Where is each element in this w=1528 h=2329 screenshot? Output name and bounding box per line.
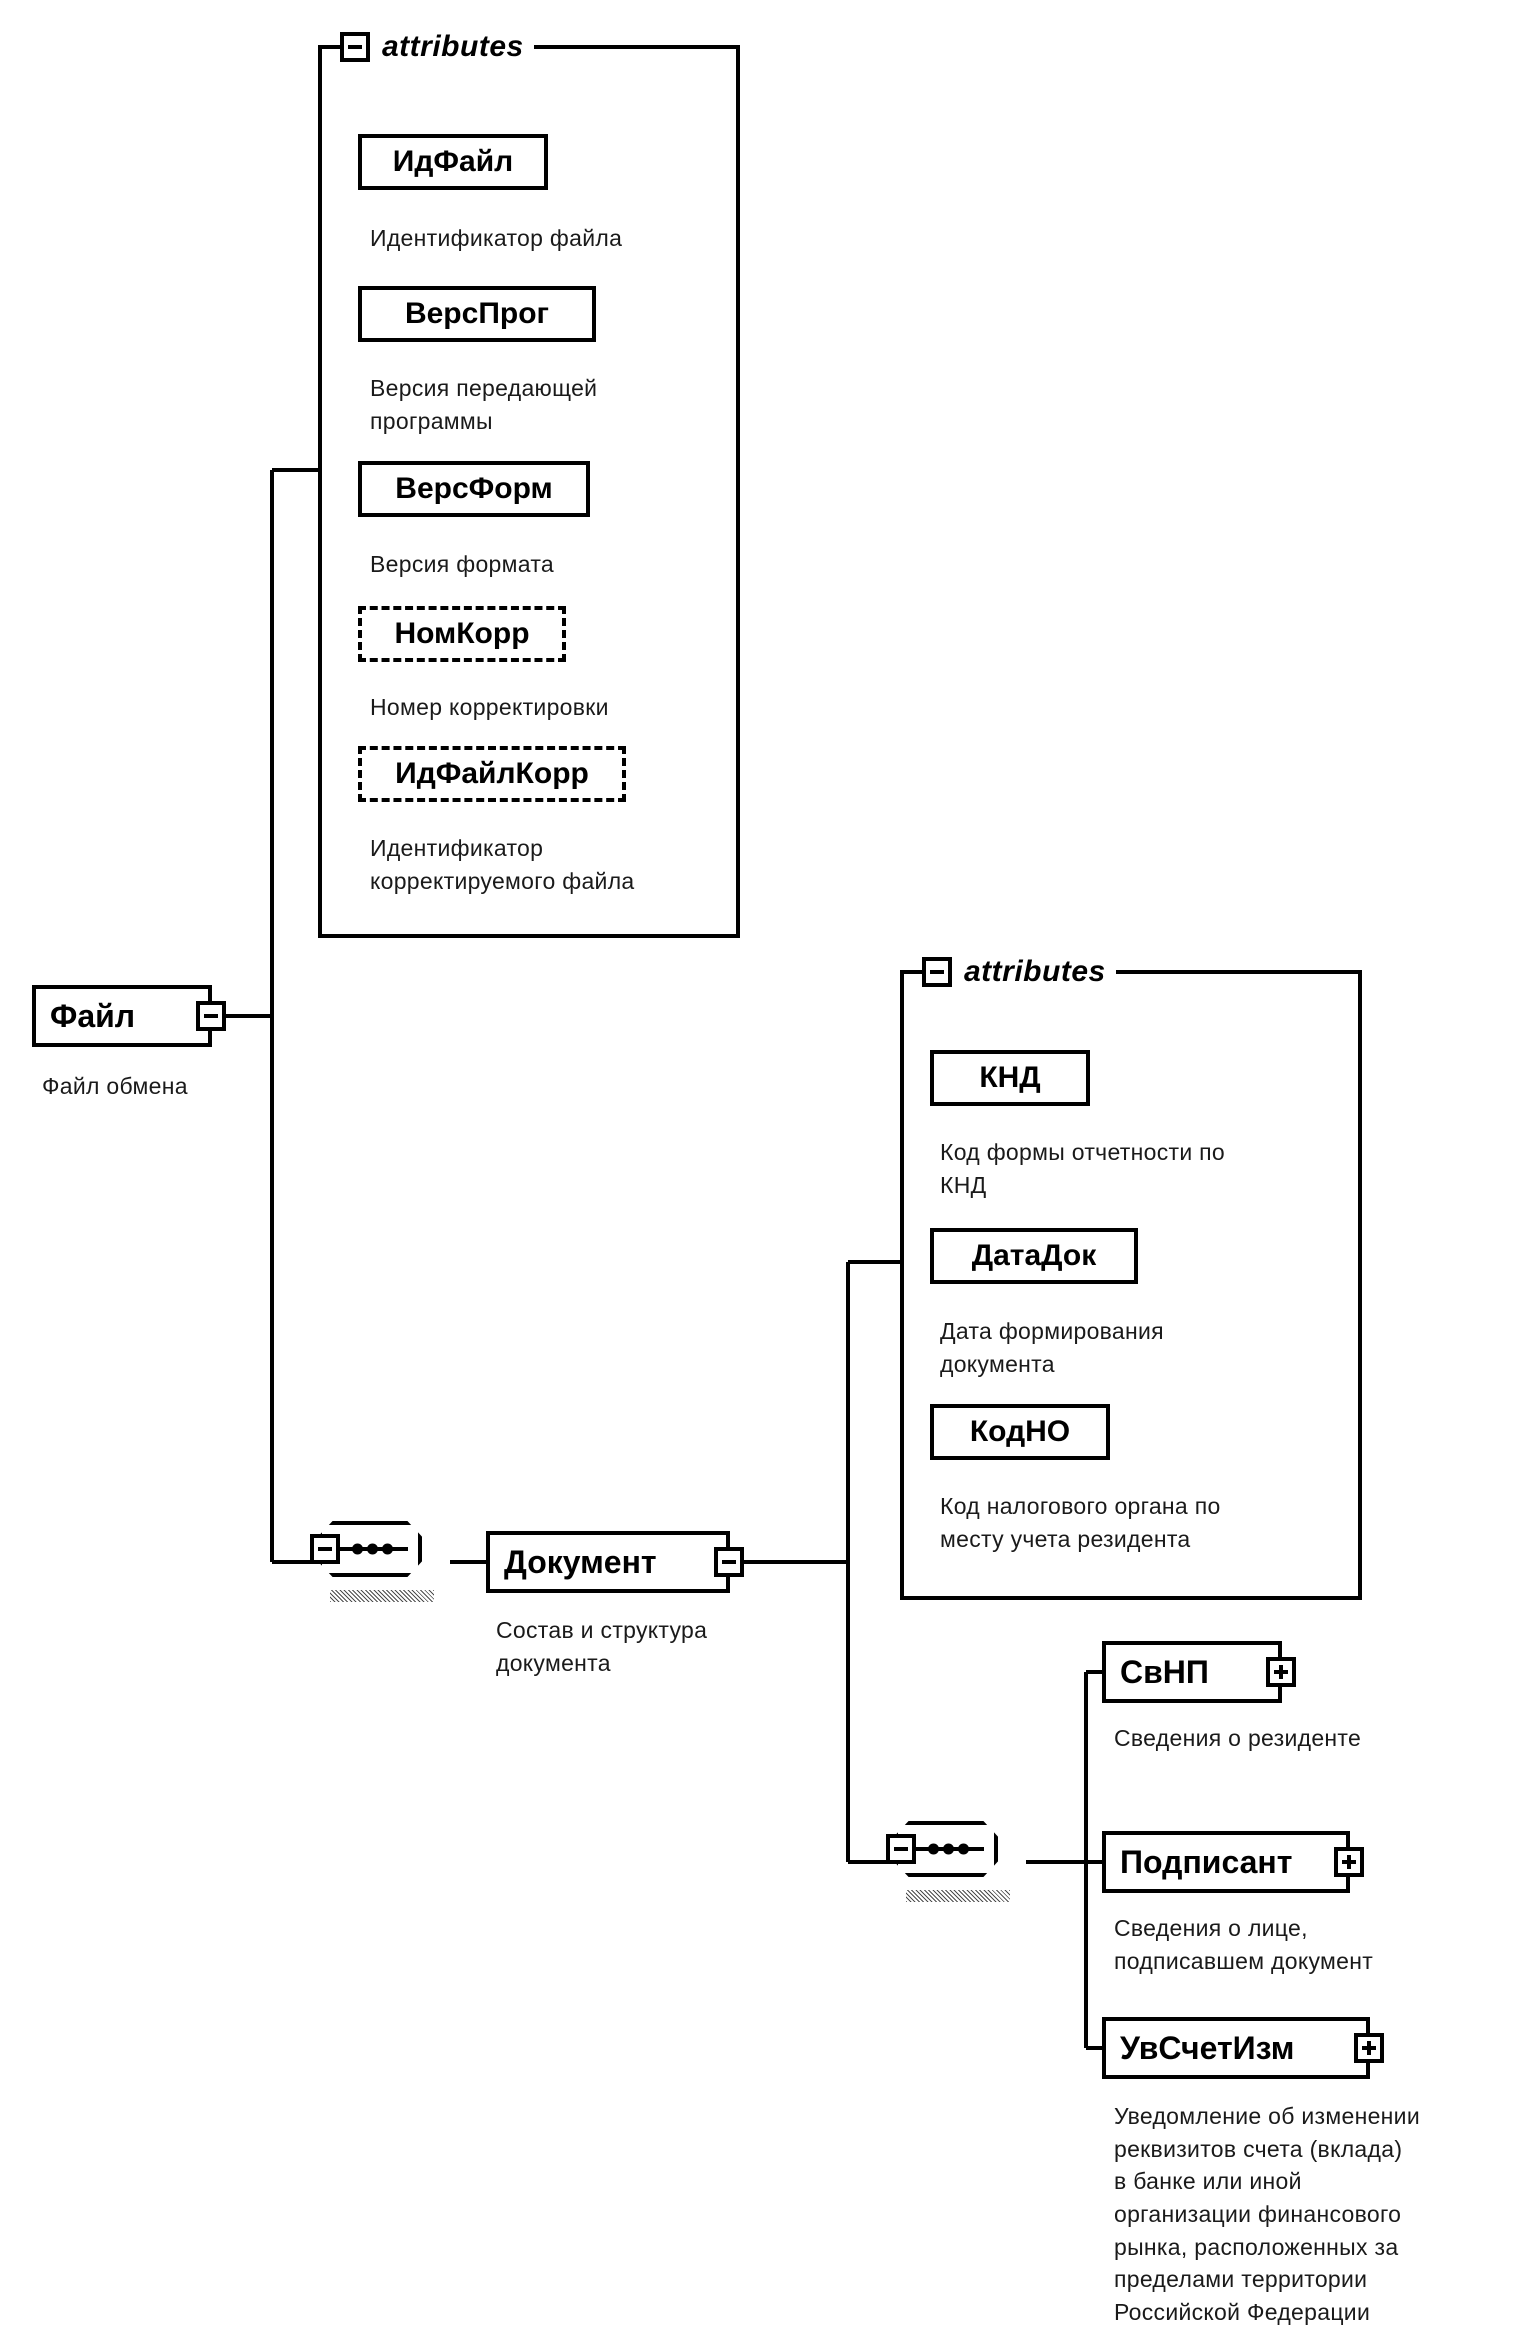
sequence-shadow <box>330 1590 434 1602</box>
file-attributes-header: attributes <box>340 26 534 68</box>
attribute-label: ВерсФорм <box>395 472 553 505</box>
element-node-dokument[interactable]: Документ <box>486 1531 744 1601</box>
attribute-label: НомКорр <box>394 617 530 650</box>
collapse-icon[interactable] <box>340 32 370 62</box>
element-label: Подписант <box>1120 1843 1293 1880</box>
attribute-description: Версия формата <box>370 551 554 577</box>
attribute-label: КодНО <box>969 1415 1071 1448</box>
expand-icon[interactable] <box>1334 1847 1364 1877</box>
attribute-label: ДатаДок <box>971 1239 1097 1272</box>
attribute-description: Код налогового органа по месту учета рез… <box>940 1493 1221 1552</box>
element-label: Файл <box>50 997 136 1034</box>
attribute-description: Код формы отчетности по КНД <box>940 1139 1226 1198</box>
attribute-node-idfaylkorr[interactable]: ИдФайлКорр <box>358 746 632 810</box>
attribute-description: Дата формирования документа <box>940 1318 1164 1377</box>
attribute-node-versprog[interactable]: ВерсПрог <box>358 286 602 350</box>
collapse-icon[interactable] <box>922 957 952 987</box>
sequence-icon[interactable] <box>318 1521 422 1577</box>
element-label: УвСчетИзм <box>1120 2029 1295 2066</box>
attribute-description: Номер корректировки <box>370 694 609 720</box>
attributes-group-label: attributes <box>382 30 524 63</box>
sequence-shadow <box>906 1890 1010 1902</box>
attribute-label: ИдФайлКорр <box>395 757 589 790</box>
attributes-group-label: attributes <box>964 955 1106 988</box>
attribute-label: КНД <box>979 1061 1041 1094</box>
attribute-node-kodno[interactable]: КодНО <box>930 1404 1116 1468</box>
element-description: Сведения о резиденте <box>1114 1725 1362 1751</box>
element-label: Документ <box>504 1543 657 1580</box>
element-description: Уведомление об изменении реквизитов счет… <box>1114 2103 1420 2325</box>
attribute-label: ВерсПрог <box>404 297 550 330</box>
element-description: Файл обмена <box>42 1073 188 1099</box>
sequence-dots-icon <box>908 1843 984 1855</box>
element-node-podpisant[interactable]: Подписант <box>1102 1831 1364 1901</box>
element-node-fayl[interactable]: Файл <box>32 985 226 1055</box>
collapse-icon[interactable] <box>886 1834 916 1864</box>
element-node-svnp[interactable]: СвНП <box>1102 1641 1296 1711</box>
sequence-connector-document[interactable] <box>310 1521 434 1602</box>
attribute-node-versform[interactable]: ВерсФорм <box>358 461 596 525</box>
attribute-label: ИдФайл <box>392 145 514 178</box>
attribute-description: Версия передающей программы <box>370 375 598 434</box>
element-description: Состав и структура документа <box>496 1617 708 1676</box>
collapse-icon[interactable] <box>310 1534 340 1564</box>
element-node-uvschetizm[interactable]: УвСчетИзм <box>1102 2017 1384 2087</box>
sequence-connector-document-children[interactable] <box>886 1821 1010 1902</box>
attribute-node-datadok[interactable]: ДатаДок <box>930 1228 1144 1292</box>
expand-icon[interactable] <box>1266 1657 1296 1687</box>
document-attributes-header: attributes <box>922 951 1116 993</box>
collapse-icon[interactable] <box>196 1001 226 1031</box>
attribute-description: Идентификатор файла <box>370 225 623 251</box>
attribute-description: Идентификатор корректируемого файла <box>370 835 635 894</box>
attribute-node-knd[interactable]: КНД <box>930 1050 1096 1114</box>
collapse-icon[interactable] <box>714 1547 744 1577</box>
attribute-node-idfayl[interactable]: ИдФайл <box>358 134 554 198</box>
attribute-node-nomkorr[interactable]: НомКорр <box>358 606 572 670</box>
expand-icon[interactable] <box>1354 2033 1384 2063</box>
sequence-dots-icon <box>332 1543 408 1555</box>
element-description: Сведения о лице, подписавшем документ <box>1114 1915 1374 1974</box>
element-label: СвНП <box>1120 1653 1209 1690</box>
